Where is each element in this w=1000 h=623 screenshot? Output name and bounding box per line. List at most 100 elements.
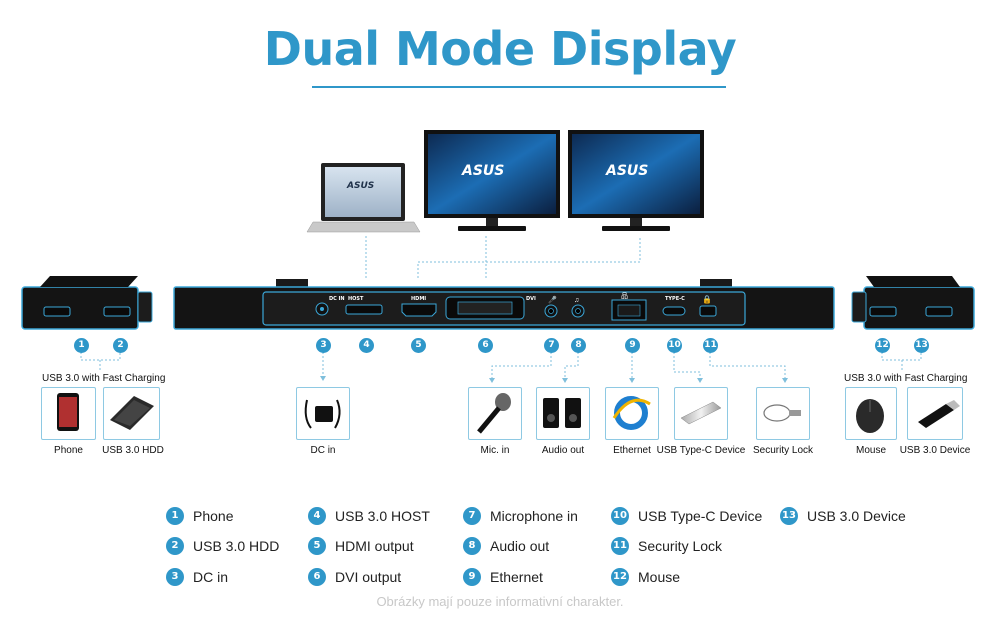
callout-3: 3 (316, 338, 331, 353)
legend-number: 4 (308, 507, 326, 525)
port-label-host: HOST (348, 296, 364, 302)
legend-number: 6 (308, 568, 326, 586)
legend-number: 13 (780, 507, 798, 525)
legend-text: USB 3.0 HDD (193, 538, 280, 554)
device-box-dc (296, 387, 350, 440)
right-side-dock (851, 276, 975, 330)
group-label-left: USB 3.0 with Fast Charging (42, 373, 166, 384)
legend-item: 5 HDMI output (308, 536, 414, 556)
device-box-lock (756, 387, 810, 440)
page-title: Dual Mode Display (263, 22, 737, 76)
legend-number: 1 (166, 507, 184, 525)
legend-text: DVI output (335, 569, 402, 585)
legend-number: 8 (463, 537, 481, 555)
legend-number: 12 (611, 568, 629, 586)
legend-number: 5 (308, 537, 326, 555)
laptop-brand: ASUS (347, 181, 375, 191)
device-box-typec (674, 387, 728, 440)
svg-text:🔒: 🔒 (702, 295, 712, 304)
port-label-dc: DC IN (329, 296, 345, 302)
left-side-dock (21, 276, 153, 330)
dock-body: 🎤 ♫ 🔒 品 (173, 279, 835, 330)
callout-9: 9 (625, 338, 640, 353)
callout-11: 11 (703, 338, 718, 353)
legend-item: 2 USB 3.0 HDD (166, 536, 279, 556)
svg-text:🎤: 🎤 (548, 295, 557, 304)
legend-number: 10 (611, 507, 629, 525)
usb-stick-icon (918, 400, 960, 428)
hdd-icon (110, 396, 154, 430)
legend-item: 4 USB 3.0 HOST (308, 506, 430, 526)
device-box-usbdev (907, 387, 963, 440)
footnote: Obrázky mají pouze informativní charakte… (376, 594, 624, 609)
legend-text: USB 3.0 HOST (335, 508, 430, 524)
legend-text: Microphone in (490, 508, 578, 524)
legend-item: 12 Mouse (611, 567, 680, 587)
legend-text: DC in (193, 569, 229, 585)
laptop-icon (306, 163, 421, 233)
callout-12: 12 (875, 338, 890, 353)
phone-icon (57, 393, 79, 431)
caption-hdd: USB 3.0 HDD (102, 445, 164, 456)
device-box-audio (536, 387, 590, 440)
monitor-brand: ASUS (462, 163, 505, 179)
legend-number: 3 (166, 568, 184, 586)
legend-text: Phone (193, 508, 234, 524)
caption-usbdev: USB 3.0 Device (899, 445, 971, 456)
legend-item: 13 USB 3.0 Device (780, 506, 906, 526)
monitor-icon (424, 130, 560, 231)
legend-text: USB 3.0 Device (807, 508, 906, 524)
callout-5: 5 (411, 338, 426, 353)
legend-number: 11 (611, 537, 629, 555)
port-label-typec: TYPE-C (665, 296, 685, 302)
caption-dc: DC in (310, 445, 336, 456)
legend-item: 1 Phone (166, 506, 233, 526)
legend-text: HDMI output (335, 538, 414, 554)
callout-6: 6 (478, 338, 493, 353)
microphone-icon (477, 393, 511, 434)
callout-2: 2 (113, 338, 128, 353)
legend-number: 2 (166, 537, 184, 555)
legend-text: Mouse (638, 569, 681, 585)
legend-item: 7 Microphone in (463, 506, 578, 526)
legend-item: 6 DVI output (308, 567, 401, 587)
port-label-dvi: DVI (526, 296, 536, 302)
legend-text: USB Type-C Device (638, 508, 763, 524)
callout-7: 7 (544, 338, 559, 353)
legend-text: Ethernet (490, 569, 543, 585)
caption-ethernet: Ethernet (613, 445, 651, 456)
device-box-hdd (103, 387, 160, 440)
legend-item: 11 Security Lock (611, 536, 722, 556)
monitor-brand: ASUS (606, 163, 649, 179)
callout-10: 10 (667, 338, 682, 353)
svg-text:♫: ♫ (574, 297, 579, 304)
cable-lock-icon (763, 404, 801, 422)
legend-item: 10 USB Type-C Device (611, 506, 762, 526)
caption-typec: USB Type-C Device (656, 445, 746, 456)
legend-number: 7 (463, 507, 481, 525)
speakers-icon (543, 398, 581, 428)
device-box-mic (468, 387, 522, 440)
device-box-ethernet (605, 387, 659, 440)
group-label-right: USB 3.0 with Fast Charging (844, 373, 968, 384)
caption-lock: Security Lock (752, 445, 814, 456)
legend-item: 9 Ethernet (463, 567, 543, 587)
caption-audio: Audio out (541, 445, 585, 456)
device-box-phone (41, 387, 96, 440)
svg-text:品: 品 (621, 292, 628, 300)
title-underline (312, 86, 726, 88)
callout-4: 4 (359, 338, 374, 353)
callout-8: 8 (571, 338, 586, 353)
port-label-hdmi: HDMI (411, 296, 427, 302)
caption-mic: Mic. in (480, 445, 510, 456)
monitor-icon (568, 130, 704, 231)
legend-text: Security Lock (638, 538, 723, 554)
legend-number: 9 (463, 568, 481, 586)
mouse-icon (856, 399, 884, 433)
caption-phone: Phone (54, 445, 83, 456)
usb-typec-icon (680, 401, 722, 425)
legend-item: 3 DC in (166, 567, 228, 587)
caption-mouse: Mouse (855, 445, 886, 456)
